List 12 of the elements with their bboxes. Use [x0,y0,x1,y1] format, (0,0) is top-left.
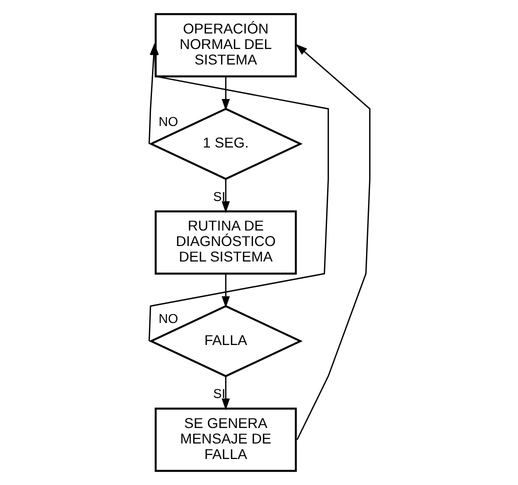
node-box: SE GENERA MENSAJE DE FALLA [154,408,296,472]
arrow [221,76,230,111]
arrow [221,274,230,308]
edge-label: SI [212,188,225,204]
edge-label: NO [158,114,178,129]
edge-label: SI [212,386,225,402]
edge-label: NO [158,311,178,326]
node-box: RUTINA DE DIAGNÓSTICO DEL SISTEMA [154,210,296,275]
node-box: OPERACIÓN NORMAL DEL SISTEMA [154,13,296,78]
arrow [221,179,230,213]
arrow [221,376,230,410]
arrow [295,44,370,440]
